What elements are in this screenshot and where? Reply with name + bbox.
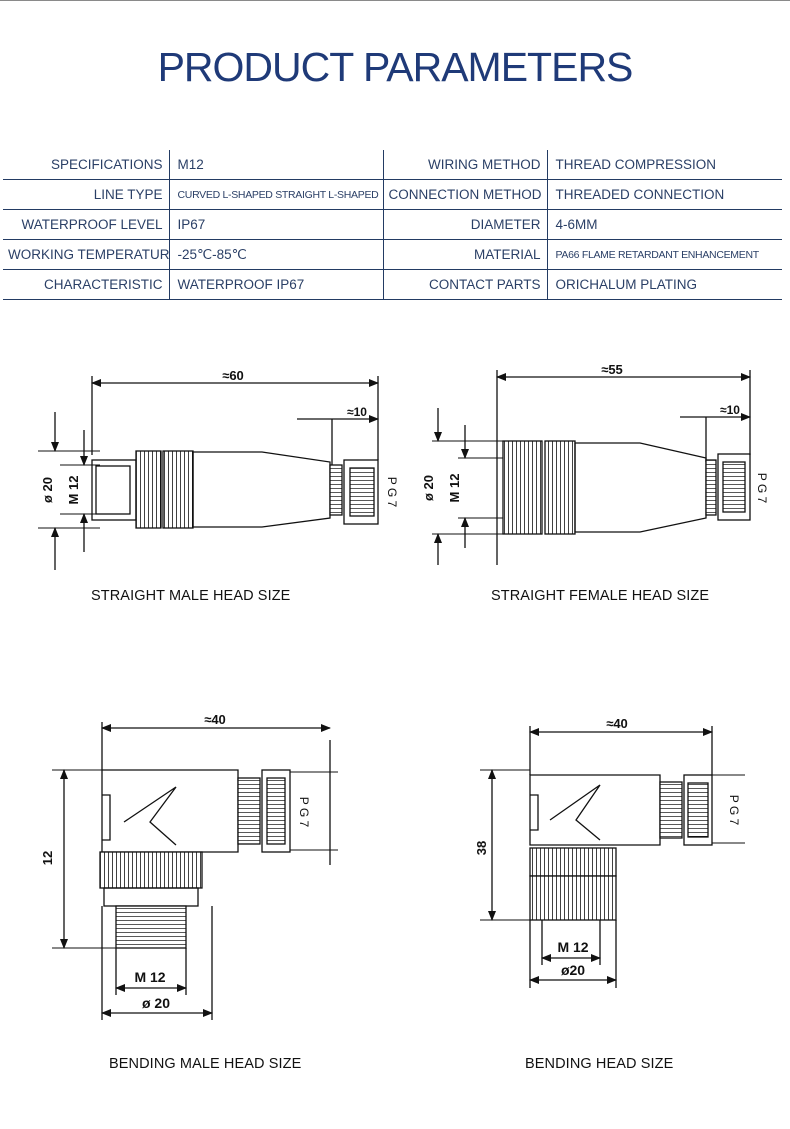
param-value: WATERPROOF IP67 [168, 269, 383, 300]
param-key: CHARACTERISTIC [3, 269, 169, 300]
param-value: 4-6MM [546, 209, 782, 240]
dim-diameter: ø 20 [40, 477, 55, 503]
caption-bending-male: BENDING MALE HEAD SIZE [109, 1056, 302, 1072]
dim-length: ≈55 [601, 362, 623, 377]
param-value: CURVED L-SHAPED STRAIGHT L-SHAPED [168, 179, 383, 210]
param-key: MATERIAL [382, 239, 547, 270]
dim-tail: ≈10 [347, 405, 367, 419]
param-value: -25℃-85℃ [168, 239, 383, 270]
dim-height: 12 [40, 851, 55, 865]
parameters-table: SPECIFICATIONS M12 WIRING METHOD THREAD … [3, 150, 782, 300]
drawing-straight-female [432, 370, 751, 565]
param-value: ORICHALUM PLATING [546, 269, 782, 300]
gland-label: P G 7 [755, 473, 769, 504]
gland-label: P G 7 [727, 795, 741, 826]
param-key: SPECIFICATIONS [3, 150, 169, 180]
dim-diameter: ø 20 [421, 475, 436, 501]
dim-thread: M 12 [557, 939, 588, 955]
param-value: PA66 FLAME RETARDANT ENHANCEMENT [546, 239, 782, 270]
table-row: SPECIFICATIONS M12 WIRING METHOD THREAD … [3, 150, 782, 180]
gland-label: P G 7 [297, 797, 311, 828]
dim-thread: M 12 [66, 476, 81, 505]
page-title: PRODUCT PARAMETERS [157, 44, 634, 90]
param-value: THREAD COMPRESSION [546, 150, 782, 180]
dim-width: ≈40 [204, 712, 226, 727]
param-key: DIAMETER [382, 209, 547, 240]
param-value: IP67 [168, 209, 383, 240]
table-row: WATERPROOF LEVEL IP67 DIAMETER 4-6MM [3, 209, 782, 240]
table-row: LINE TYPE CURVED L-SHAPED STRAIGHT L-SHA… [3, 179, 782, 210]
dim-diameter: ø20 [561, 962, 585, 978]
param-key: WORKING TEMPERATURE [3, 239, 169, 270]
param-key: WIRING METHOD [382, 150, 547, 180]
dimension-drawings: ≈60 ≈10 ø 20 M 12 P G 7 ≈55 ≈10 ø 20 M 1… [38, 362, 769, 1020]
param-key: CONNECTION METHOD [382, 179, 547, 210]
dim-width: ≈40 [606, 716, 628, 731]
dim-thread: M 12 [134, 969, 165, 985]
dim-diameter: ø 20 [142, 995, 170, 1011]
drawing-bending-female [480, 726, 745, 988]
dim-thread: M 12 [447, 474, 462, 503]
drawing-bending-male [52, 722, 338, 1020]
param-key: LINE TYPE [3, 179, 169, 210]
dim-tail: ≈10 [720, 403, 740, 417]
gland-label: P G 7 [385, 477, 399, 508]
dim-height: 38 [474, 841, 489, 855]
dim-length: ≈60 [222, 368, 244, 383]
table-row: WORKING TEMPERATURE -25℃-85℃ MATERIAL PA… [3, 239, 782, 270]
param-key: WATERPROOF LEVEL [3, 209, 169, 240]
drawing-straight-male [38, 376, 379, 570]
caption-bending-female: BENDING HEAD SIZE [525, 1056, 674, 1072]
table-row: CHARACTERISTIC WATERPROOF IP67 CONTACT P… [3, 269, 782, 300]
top-divider [0, 0, 790, 1]
caption-straight-female: STRAIGHT FEMALE HEAD SIZE [491, 588, 710, 604]
caption-straight-male: STRAIGHT MALE HEAD SIZE [91, 588, 291, 604]
param-key: CONTACT PARTS [382, 269, 547, 300]
param-value: THREADED CONNECTION [546, 179, 782, 210]
param-value: M12 [168, 150, 383, 180]
